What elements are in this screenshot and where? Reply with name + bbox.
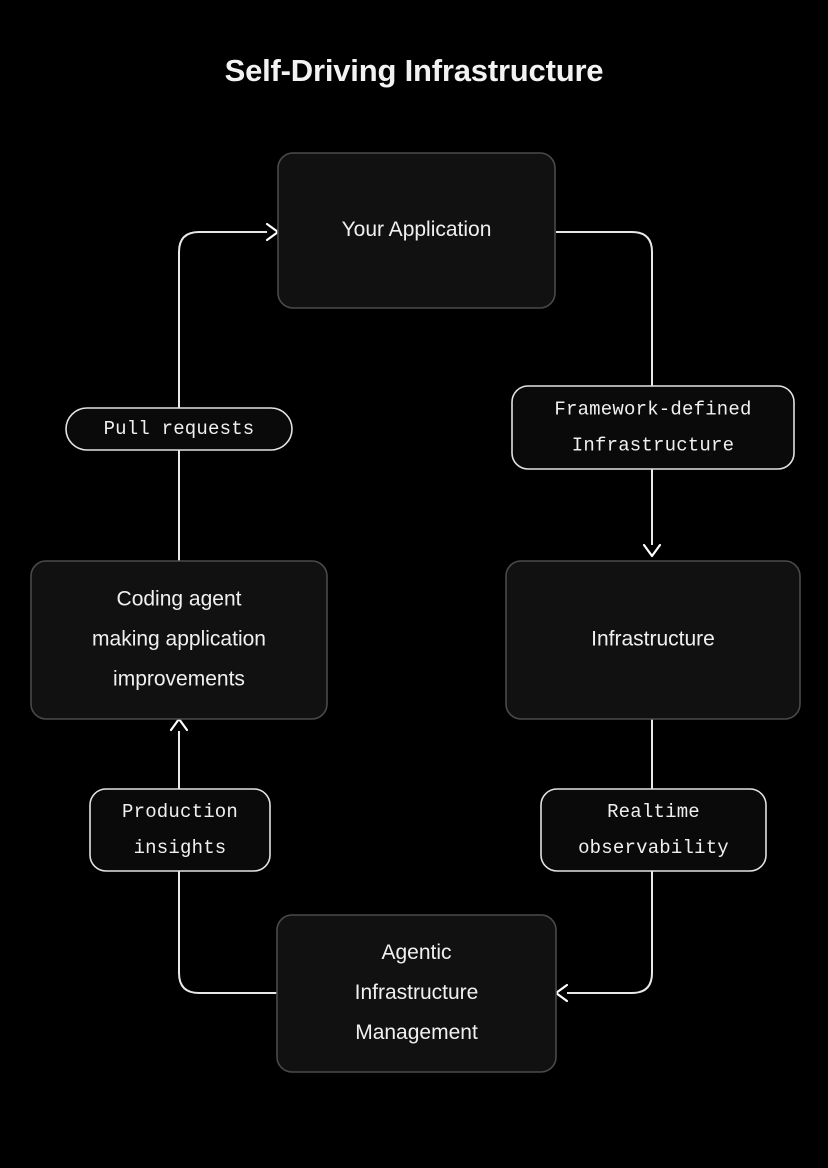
edge-path (178, 231, 267, 408)
edge-label-box (511, 385, 795, 470)
edge-label-box (65, 407, 293, 451)
edge-label-line: Production (122, 801, 238, 823)
arrowhead-left-icon (554, 983, 569, 1003)
arrowhead-down-icon (642, 543, 662, 558)
edge-label-line: Realtime (607, 801, 700, 823)
node-label-line: making application (92, 628, 266, 651)
arrowhead-right-icon (265, 222, 280, 242)
edge-edge-label-to-infra (642, 469, 662, 558)
edge-label-line: Infrastructure (572, 435, 734, 457)
node-label-line: Agentic (381, 941, 451, 964)
node-box (276, 914, 557, 1073)
edge-edge-app-to-infra (556, 231, 653, 386)
node-coding-agent[interactable]: Coding agent making application improvemen… (30, 560, 328, 720)
node-infrastructure[interactable]: Infrastructure (505, 560, 801, 720)
edge-label-line: Framework-defined (554, 399, 751, 421)
node-label-line: Coding agent (117, 588, 242, 611)
edge-path (178, 871, 277, 994)
arrowhead-up-icon (169, 717, 189, 732)
edge-edge-obs-to-agentic (554, 871, 653, 1003)
edge-path (556, 231, 653, 386)
edge-label-line: insights (134, 837, 227, 859)
node-label-line: Infrastructure (355, 981, 479, 1004)
node-your-application[interactable]: Your Application (277, 152, 556, 309)
node-label-line: improvements (113, 668, 245, 691)
edge-edge-insights-to-coding (169, 717, 189, 789)
node-box (277, 152, 556, 309)
node-box (505, 560, 801, 720)
edge-label-realtime-observability[interactable]: Realtime observability (540, 788, 767, 872)
node-label-line: Your Application (342, 218, 492, 241)
edge-label-box (540, 788, 767, 872)
edge-edge-pr-to-app (178, 222, 280, 408)
node-label-line: Management (355, 1021, 478, 1044)
edge-label-box (89, 788, 271, 872)
edge-label-production-insights[interactable]: Production insights (89, 788, 271, 872)
edge-label-pull-requests[interactable]: Pull requests (65, 407, 293, 451)
node-box (30, 560, 328, 720)
edge-label-line: Pull requests (104, 418, 255, 440)
node-label-line: Infrastructure (591, 628, 715, 651)
edge-edge-agentic-to-coding (178, 871, 277, 994)
nodes-layer: Your ApplicationInfrastructureAgenticInf… (30, 152, 801, 1073)
edge-label-line: observability (578, 837, 729, 859)
edges-layer (169, 222, 662, 1003)
page-title: Self-Driving Infrastructure (224, 53, 604, 88)
edge-path (567, 871, 653, 994)
